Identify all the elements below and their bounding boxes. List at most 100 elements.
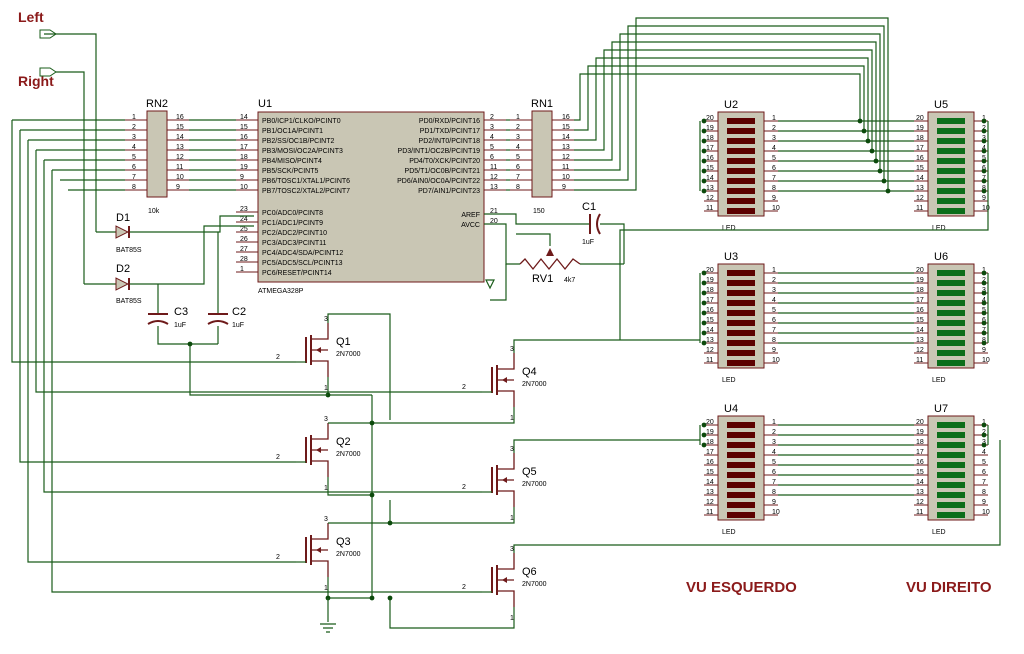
u1-pin-number: 4 (490, 134, 494, 141)
gate-pin: 2 (462, 384, 466, 391)
u1-pin-name: PC0/ADC0/PCINT8 (262, 210, 323, 217)
junction-dot (701, 188, 707, 194)
bargraph-pin-left: 4 (772, 297, 776, 304)
bargraph-pin-right: 17 (706, 297, 714, 304)
transistor-ref: Q3 (336, 536, 351, 548)
bargraph-pin-right: 19 (706, 429, 714, 436)
bargraph-pin-left: 1 (982, 267, 986, 274)
rn2-body (146, 110, 168, 198)
c3-ref: C3 (174, 306, 188, 318)
led-segment (727, 138, 755, 144)
rn2-pin-right: 15 (176, 124, 184, 131)
c2-value: 1uF (232, 322, 244, 329)
bargraph-pin-left: 8 (772, 337, 776, 344)
bargraph-pin-right: 15 (706, 469, 714, 476)
bargraph-pin-right: 17 (706, 145, 714, 152)
led-segment (727, 128, 755, 134)
bargraph-pin-right: 20 (916, 267, 924, 274)
transistor-ref: Q6 (522, 566, 537, 578)
bargraph-pin-right: 18 (706, 287, 714, 294)
bargraph-pin-right: 15 (916, 469, 924, 476)
u1-pin-number: 25 (240, 226, 248, 233)
u1-pin-name: AVCC (461, 222, 480, 229)
rn1-pin-right: 15 (562, 124, 570, 131)
u1-pin-name: PB6/TOSC1/XTAL1/PCINT6 (262, 178, 350, 185)
bargraph-pin-left: 2 (772, 125, 776, 132)
bargraph-label: LED (722, 377, 736, 384)
rv1-ref: RV1 (532, 273, 553, 285)
bargraph-pin-left: 4 (982, 449, 986, 456)
bargraph-pin-left: 1 (772, 267, 776, 274)
bargraph-label: LED (932, 225, 946, 232)
rn1-pin-left: 8 (516, 184, 520, 191)
led-segment (937, 168, 965, 174)
rn1-value: 150 (533, 208, 545, 215)
rn2-ref: RN2 (146, 98, 168, 110)
c2-capacitor: C2 1uF (207, 232, 246, 329)
junction-dot (873, 158, 879, 164)
bargraph-pin-left: 3 (982, 439, 986, 446)
rn2-pin-right: 14 (176, 134, 184, 141)
input-left-label: Left (18, 9, 44, 25)
bargraph-pin-right: 20 (706, 267, 714, 274)
c3-capacitor: C3 1uF (147, 284, 219, 345)
junction-dot (981, 340, 987, 346)
u1-pin-name: PD7/AIN1/PCINT23 (418, 188, 480, 195)
bargraph-pin-right: 20 (916, 115, 924, 122)
led-segment (727, 340, 755, 346)
bargraph-pin-left: 7 (772, 175, 776, 182)
led-segment (727, 198, 755, 204)
bargraph-pin-right: 18 (916, 287, 924, 294)
junction-dot (861, 128, 867, 134)
u1-pin-name: PB7/TOSC2/XTAL2/PCINT7 (262, 188, 350, 195)
junction-dot (701, 158, 707, 164)
drain-pin: 3 (510, 346, 514, 353)
led-segment (727, 148, 755, 154)
bargraph-pin-left: 3 (772, 439, 776, 446)
junction-dot (187, 341, 193, 347)
u1-pin-number: 27 (240, 246, 248, 253)
bargraph-pin-right: 20 (706, 115, 714, 122)
rn1-body (531, 110, 553, 198)
u1-pin-number: 15 (240, 124, 248, 131)
rn2-pin-left: 1 (132, 114, 136, 121)
junction-dot (981, 432, 987, 438)
led-segment (727, 512, 755, 518)
u1-pin-name: PC4/ADC4/SDA/PCINT12 (262, 250, 343, 257)
transistor-type: 2N7000 (336, 451, 361, 458)
bargraph-pin-right: 14 (916, 479, 924, 486)
u1-pin-name: PB0/ICP1/CLKO/PCINT0 (262, 118, 341, 125)
rn2-pin-right: 9 (176, 184, 180, 191)
junction-dot (701, 320, 707, 326)
led-segment (937, 320, 965, 326)
bargraph-pin-left: 3 (982, 135, 986, 142)
led-segment (727, 492, 755, 498)
junction-dot (865, 138, 871, 144)
source-pin: 1 (510, 615, 514, 622)
led-segment (727, 158, 755, 164)
rn1-pin-right: 13 (562, 144, 570, 151)
bargraph-pin-left: 4 (982, 145, 986, 152)
junction-dot (701, 290, 707, 296)
led-segment (727, 118, 755, 124)
bargraph-pin-left: 5 (982, 307, 986, 314)
rn2-pin-left: 8 (132, 184, 136, 191)
transistor-ref: Q1 (336, 336, 351, 348)
u1-pin-name: PD2/INT0/PCINT18 (419, 138, 481, 145)
input-left: Left (18, 9, 97, 232)
rn1-pin-left: 5 (516, 154, 520, 161)
bargraph-pin-right: 15 (706, 317, 714, 324)
led-segment (937, 482, 965, 488)
transistor-type: 2N7000 (522, 481, 547, 488)
junction-dot (981, 138, 987, 144)
u1-pin-name: PD3/INT1/OC2B/PCINT19 (398, 148, 481, 155)
bargraph-pin-right: 12 (706, 347, 714, 354)
rn1-pin-left: 7 (516, 174, 520, 181)
bargraph-pin-left: 1 (772, 419, 776, 426)
bargraph-pin-right: 16 (706, 459, 714, 466)
junction-dot (701, 148, 707, 154)
bargraph-pin-left: 8 (982, 185, 986, 192)
junction-dot (369, 595, 375, 601)
led-segment (937, 442, 965, 448)
